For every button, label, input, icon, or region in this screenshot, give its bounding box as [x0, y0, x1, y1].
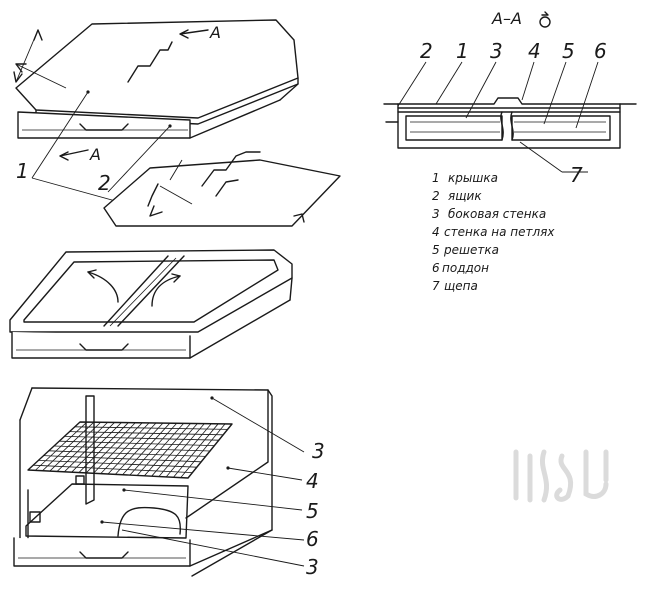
- section-callout-5: 5: [562, 39, 575, 63]
- mesh-line: [74, 426, 228, 430]
- hinged-wall: [85, 395, 95, 505]
- mesh-line: [64, 436, 219, 441]
- callout-6-bottom: 6: [306, 527, 319, 551]
- legend-num: 6: [432, 261, 440, 275]
- callout-2-top: 2: [98, 171, 111, 195]
- callout-a-upper: A: [209, 23, 221, 42]
- tray-pad: [117, 506, 182, 537]
- section-callout-7: 7: [570, 163, 583, 187]
- section-box-outer: [397, 111, 621, 149]
- mesh-line: [48, 450, 206, 457]
- inner-back-wall: [31, 387, 269, 519]
- legend-num: 4: [432, 225, 440, 239]
- open-arrow-left: [87, 271, 119, 303]
- section-lid-top: [383, 97, 637, 105]
- callout-3-lower: 3: [306, 555, 319, 579]
- box-handle-3: [79, 551, 129, 559]
- legend: 1 крышка 2 ящик 3 боковая стенка 4 стенк…: [432, 171, 555, 293]
- legend-num: 5: [432, 243, 440, 257]
- legend-num: 2: [432, 189, 440, 203]
- section-callout-2: 2: [420, 39, 433, 63]
- legend-text: ящик: [448, 189, 482, 203]
- callout-1-top: 1: [16, 159, 29, 183]
- legend-num: 1: [432, 171, 440, 185]
- box-handle-2: [79, 343, 129, 351]
- mesh-line: [38, 460, 197, 468]
- tray-outline: [25, 483, 189, 539]
- legend-text: щепа: [444, 279, 478, 293]
- mesh-line: [59, 440, 215, 446]
- lid-top-surface: [15, 19, 299, 119]
- lid-detached-view: [103, 151, 341, 227]
- section-a-a: [383, 11, 637, 173]
- section-callout-4: 4: [528, 39, 541, 63]
- open-arrow-right: [151, 275, 181, 307]
- box-handle: [79, 123, 129, 131]
- section-callout-1: 1: [456, 39, 469, 63]
- mesh-line: [43, 455, 202, 463]
- mesh-grid: [27, 421, 233, 479]
- watermark-logo: [513, 449, 609, 503]
- mesh-line: [33, 464, 193, 473]
- callout-a-lower: A: [89, 145, 101, 164]
- callout-4-bottom: 4: [306, 469, 319, 493]
- section-cut-line: [127, 41, 173, 83]
- legend-text: поддон: [442, 261, 489, 275]
- legend-text: крышка: [448, 171, 498, 185]
- legend-num: 3: [432, 207, 440, 221]
- section-title: А–А: [491, 9, 522, 28]
- mesh-line: [53, 445, 211, 452]
- closed-box-view: [13, 19, 299, 206]
- legend-num: 7: [432, 279, 440, 293]
- lid-detached-surface: [103, 159, 341, 227]
- open-box-view: [9, 249, 293, 359]
- mesh-line: [69, 431, 224, 436]
- cutaway-view: [13, 387, 305, 577]
- legend-text: стенка на петлях: [444, 225, 555, 239]
- legend-text: решетка: [443, 243, 499, 257]
- section-callout-3: 3: [490, 39, 503, 63]
- callout-5-bottom: 5: [306, 499, 319, 523]
- legend-text: боковая стенка: [448, 207, 546, 221]
- callout-3-upper: 3: [312, 439, 325, 463]
- section-callout-6: 6: [594, 39, 607, 63]
